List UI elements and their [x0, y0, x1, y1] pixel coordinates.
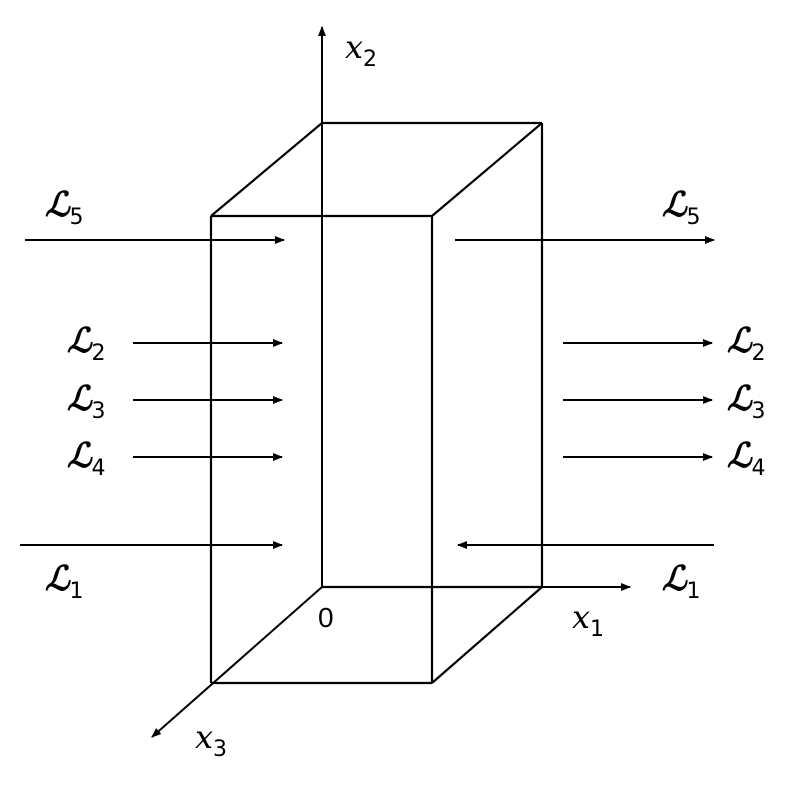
label-l2-left-symbol: ℒ	[67, 321, 93, 361]
label-l1-right-subscript: 1	[687, 579, 701, 604]
label-l2-left: ℒ2	[67, 321, 106, 366]
label-l4-right: ℒ4	[727, 436, 766, 481]
x3-axis-symbol: x	[195, 718, 213, 756]
x1-axis-subscript: 1	[590, 617, 604, 642]
x3-axis-line	[151, 586, 323, 738]
label-l3-left: ℒ3	[67, 379, 106, 424]
label-l4-right-symbol: ℒ	[727, 436, 753, 476]
x3-axis-subscript: 3	[213, 737, 227, 762]
label-l5-right-subscript: 5	[687, 205, 701, 230]
label-l3-left-symbol: ℒ	[67, 379, 93, 419]
label-l2-right-subscript: 2	[752, 341, 766, 366]
label-l5-right-symbol: ℒ	[662, 185, 688, 225]
x1-axis-label: x1	[572, 598, 604, 642]
x2-axis-symbol: x	[345, 28, 363, 66]
label-l2-right-symbol: ℒ	[727, 321, 753, 361]
label-l1-right-symbol: ℒ	[662, 559, 688, 599]
x3-axis-label: x3	[195, 718, 227, 762]
box-depth-top-left-edge	[210, 122, 323, 217]
label-l5-left-symbol: ℒ	[45, 185, 71, 225]
label-l5-left: ℒ5	[45, 185, 84, 230]
label-l4-left-subscript: 4	[92, 456, 106, 481]
box-depth-bottom-right-edge	[431, 586, 543, 684]
x2-axis-label: x2	[345, 28, 377, 72]
box-depth-top-right-edge	[431, 122, 543, 217]
label-l4-left-symbol: ℒ	[67, 436, 93, 476]
label-l3-right-subscript: 3	[752, 399, 766, 424]
label-l4-right-subscript: 4	[752, 456, 766, 481]
x1-axis-symbol: x	[572, 598, 590, 636]
x2-axis-subscript: 2	[363, 47, 377, 72]
label-l3-right: ℒ3	[727, 379, 766, 424]
label-l2-left-subscript: 2	[92, 341, 106, 366]
label-l2-right: ℒ2	[727, 321, 766, 366]
origin-label: 0	[318, 602, 334, 633]
label-l1-right: ℒ1	[662, 559, 701, 604]
label-l5-left-subscript: 5	[70, 205, 84, 230]
label-l5-right: ℒ5	[662, 185, 701, 230]
label-l4-left: ℒ4	[67, 436, 106, 481]
label-l3-left-subscript: 3	[92, 399, 106, 424]
label-l3-right-symbol: ℒ	[727, 379, 753, 419]
label-l1-left: ℒ1	[45, 559, 84, 604]
label-l1-left-subscript: 1	[70, 579, 84, 604]
label-l1-left-symbol: ℒ	[45, 559, 71, 599]
